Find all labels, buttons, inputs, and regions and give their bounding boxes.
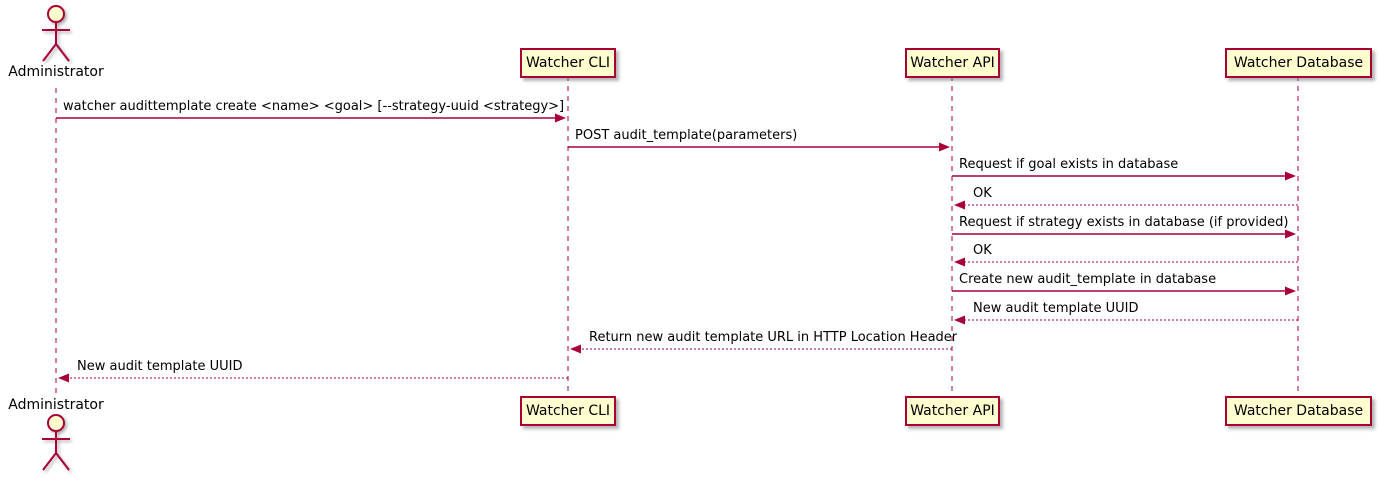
message-label-7: New audit template UUID: [973, 301, 1139, 316]
participant-box-cli-top: Watcher CLI: [520, 48, 616, 78]
message-arrowhead-1: [939, 142, 950, 152]
message-arrowhead-0: [555, 113, 566, 123]
message-arrowhead-3: [954, 200, 965, 210]
message-label-2: Request if goal exists in database: [959, 157, 1179, 172]
message-label-9: New audit template UUID: [77, 359, 243, 374]
participant-box-api-top: Watcher API: [905, 48, 1000, 78]
message-label-6: Create new audit_template in database: [959, 272, 1217, 287]
message-arrowhead-6: [1285, 286, 1296, 296]
message-label-3: OK: [973, 186, 992, 201]
actor-label-admin-top: Administrator: [8, 64, 104, 80]
message-label-0: watcher audittemplate create <name> <goa…: [63, 99, 565, 114]
message-arrowhead-4: [1285, 229, 1296, 239]
actor-figure-admin-top: [42, 5, 70, 62]
actor-head: [47, 5, 65, 23]
participant-box-db-bottom: Watcher Database: [1225, 396, 1372, 426]
participant-box-db-top: Watcher Database: [1225, 48, 1372, 78]
message-label-1: POST audit_template(parameters): [575, 128, 798, 143]
message-label-5: OK: [973, 243, 992, 258]
actor-figure-admin-bottom: [42, 414, 70, 471]
actor-label-admin-bottom: Administrator: [8, 397, 104, 413]
message-label-4: Request if strategy exists in database (…: [959, 215, 1289, 230]
actor-head: [47, 414, 65, 432]
participant-box-cli-bottom: Watcher CLI: [520, 396, 616, 426]
participant-box-api-bottom: Watcher API: [905, 396, 1000, 426]
message-arrowhead-9: [58, 373, 69, 383]
message-arrowhead-7: [954, 315, 965, 325]
message-label-8: Return new audit template URL in HTTP Lo…: [589, 330, 958, 345]
message-arrowhead-5: [954, 257, 965, 267]
message-arrowhead-8: [570, 344, 581, 354]
message-arrowhead-2: [1285, 171, 1296, 181]
